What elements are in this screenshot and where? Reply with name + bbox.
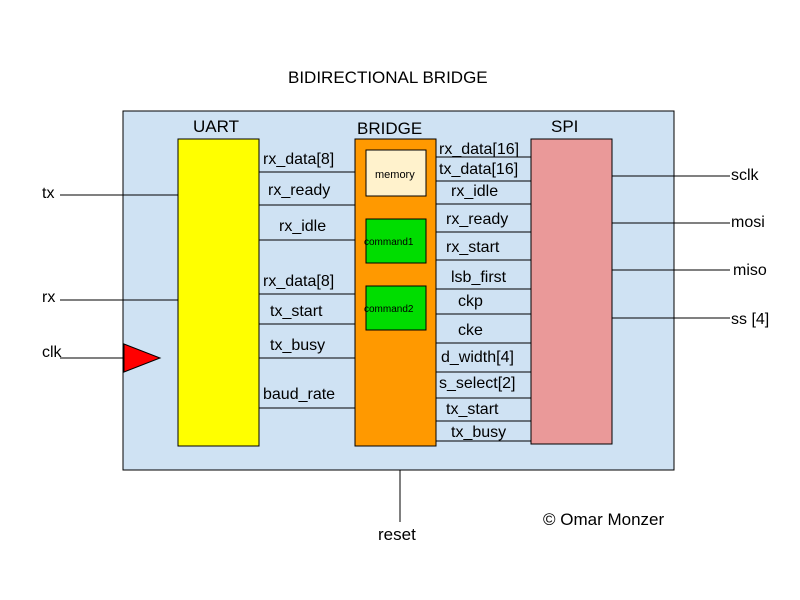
bridge-spi-signal: ckp — [458, 293, 483, 310]
bridge-spi-signal: rx_start — [446, 239, 500, 256]
bridge-spi-signal: d_width[4] — [441, 349, 514, 366]
command2-label: command2 — [364, 304, 414, 315]
diagram-title: BIDIRECTIONAL BRIDGE — [288, 68, 488, 87]
bridge-spi-signal: cke — [458, 322, 483, 339]
clk-input-label: clk — [42, 344, 62, 361]
mosi-output-label: mosi — [731, 214, 765, 231]
reset-label: reset — [378, 525, 416, 544]
bridge-spi-signal: rx_idle — [451, 183, 499, 200]
command1-label: command1 — [364, 237, 414, 248]
ss-output-label: ss [4] — [731, 311, 770, 328]
uart-bridge-signal: rx_data[8] — [263, 151, 335, 168]
command1-block — [365, 218, 427, 264]
bridge-spi-signal: tx_data[16] — [439, 161, 519, 178]
bridge-spi-signal: lsb_first — [451, 269, 507, 286]
command2-block — [365, 285, 427, 331]
clk-triangle-icon — [123, 343, 162, 373]
bridge-spi-signal: s_select[2] — [439, 375, 516, 392]
bridge-spi-signal: tx_start — [446, 401, 499, 418]
bridge-spi-signal: rx_ready — [446, 211, 509, 228]
uart-block — [177, 138, 260, 447]
uart-bridge-signal: tx_busy — [270, 337, 326, 354]
miso-output-label: miso — [733, 262, 767, 279]
bridge-spi-wires — [436, 156, 531, 442]
uart-bridge-signal: tx_start — [270, 303, 323, 320]
memory-block — [365, 149, 427, 197]
spi-label: SPI — [551, 117, 579, 136]
rx-input-label: rx — [42, 289, 56, 306]
bridge-spi-signal: tx_busy — [451, 424, 507, 441]
uart-bridge-signal: rx_ready — [268, 182, 331, 199]
uart-bridge-signal: rx_idle — [279, 218, 327, 235]
uart-bridge-signal: baud_rate — [263, 386, 336, 403]
uart-label: UART — [193, 117, 239, 136]
memory-label: memory — [375, 169, 415, 181]
sclk-output-label: sclk — [731, 167, 759, 184]
bridge-label: BRIDGE — [357, 119, 423, 138]
uart-bridge-wires — [259, 171, 355, 409]
spi-block — [530, 138, 613, 445]
bridge-spi-signal: rx_data[16] — [439, 141, 520, 158]
copyright-text: © Omar Monzer — [543, 510, 665, 529]
uart-bridge-signal: rx_data[8] — [263, 273, 335, 290]
tx-input-label: tx — [42, 185, 55, 202]
